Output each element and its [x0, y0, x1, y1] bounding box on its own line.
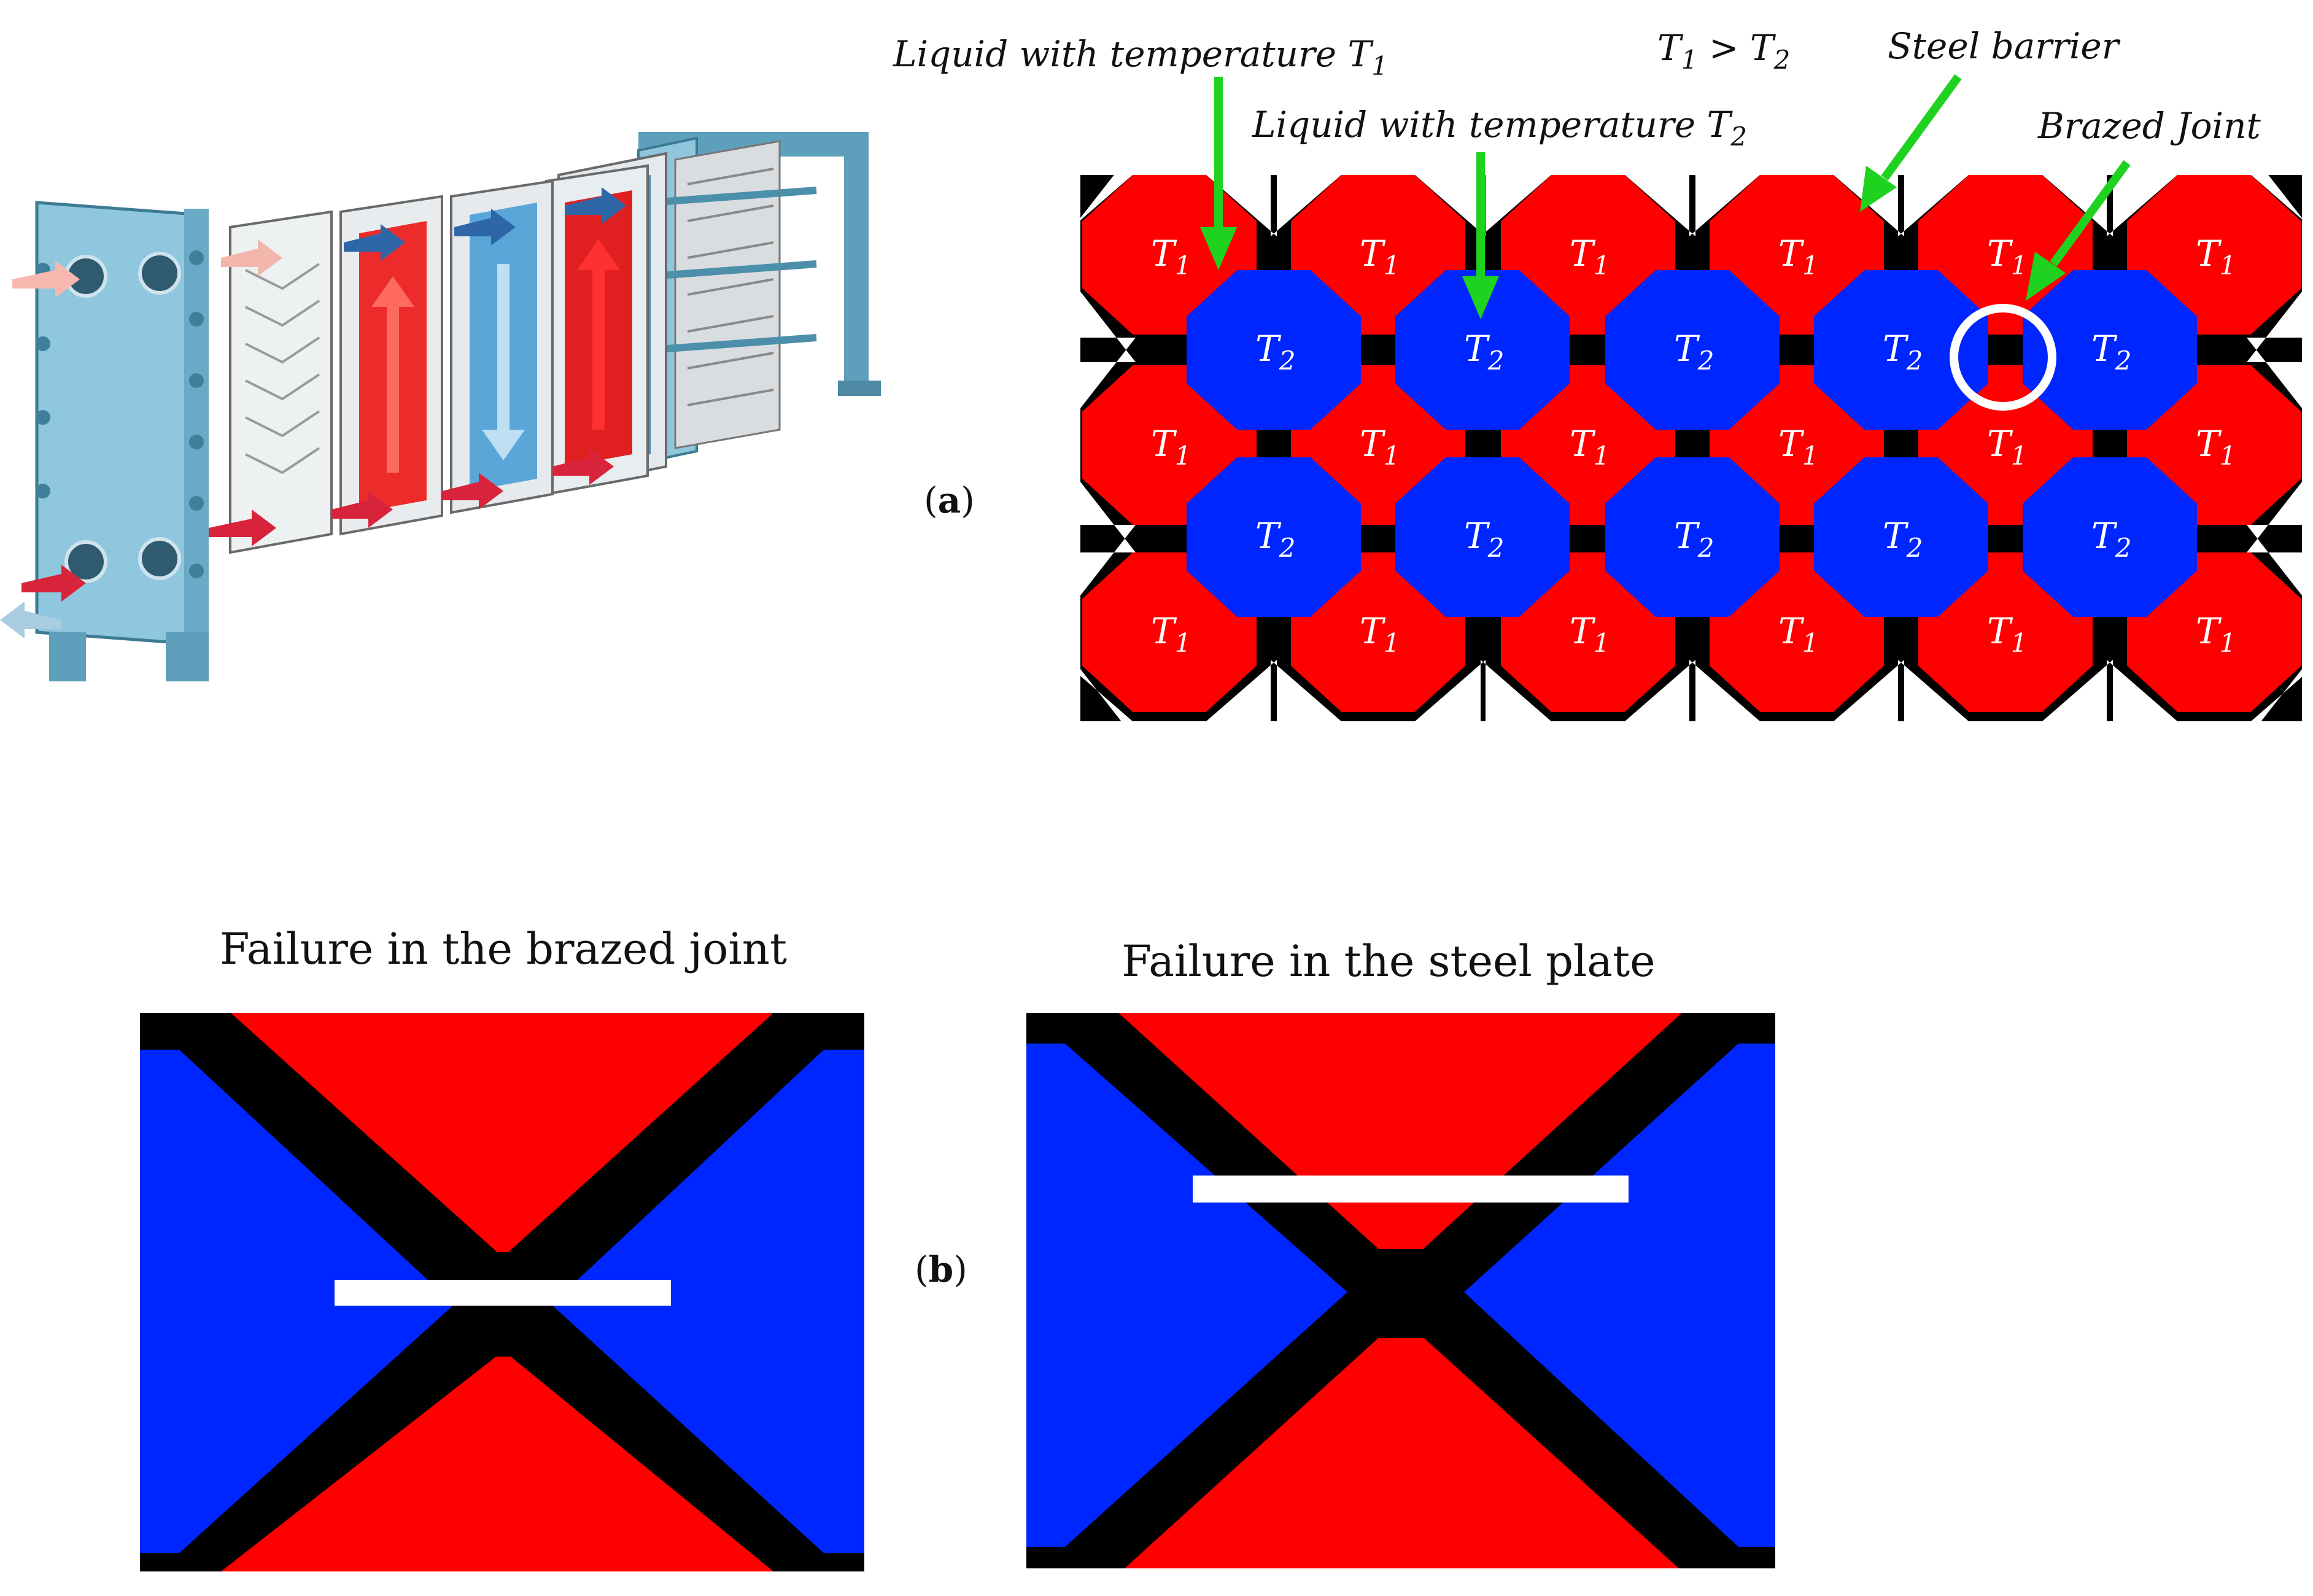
cell-label-t1: T1	[1151, 610, 1191, 658]
cell-label-t1: T1	[1987, 423, 2027, 471]
crack-steel-plate	[1193, 1176, 1629, 1203]
label-relation: T1 > T2	[1657, 27, 1790, 75]
cell-label-t2: T2	[1674, 328, 1714, 376]
label-liquid-t2: Liquid with temperature T2	[1252, 104, 1747, 152]
cell-label-t1: T1	[1570, 233, 1610, 281]
cell-label-t2: T2	[1883, 515, 1923, 563]
cell-label-t1: T1	[1778, 423, 1818, 471]
cold-channel-cell	[1187, 457, 1361, 617]
cell-label-t1: T1	[1987, 233, 2027, 281]
cell-label-t1: T1	[2196, 423, 2236, 471]
cell-label-t1: T1	[1987, 610, 2027, 658]
cell-label-t2: T2	[2091, 515, 2131, 563]
cell-label-t2: T2	[1464, 515, 1504, 563]
cell-label-t1: T1	[1570, 423, 1610, 471]
cell-label-t1: T1	[2196, 610, 2236, 658]
cell-label-t1: T1	[2196, 233, 2236, 281]
annotation-arrows	[1200, 74, 2131, 319]
title-brazed-failure: Failure in the brazed joint	[220, 924, 787, 974]
label-brazed-joint: Brazed Joint	[2037, 105, 2261, 147]
cell-label-t2: T2	[2091, 328, 2131, 376]
steel-barrier-background	[1080, 175, 2302, 721]
detail-brazed-joint-failure	[140, 1013, 864, 1571]
cell-label-t2: T2	[1674, 515, 1714, 563]
arrow-liquid-t1	[1200, 77, 1237, 270]
cold-channel-cell	[1605, 270, 1780, 430]
heat-exchanger-illustration	[0, 132, 881, 681]
arrow-liquid-t2	[1462, 152, 1499, 319]
cold-channel-cell	[1814, 270, 1988, 430]
panel-a-label: (a)	[924, 479, 975, 521]
cell-label-t1: T1	[1360, 610, 1400, 658]
cell-label-t1: T1	[1360, 423, 1400, 471]
label-steel-barrier: Steel barrier	[1888, 25, 2121, 67]
cell-label-t2: T2	[1255, 328, 1295, 376]
cell-label-t1: T1	[1151, 233, 1191, 281]
cell-label-t1: T1	[1360, 233, 1400, 281]
crack-brazed-joint	[335, 1280, 671, 1306]
title-steel-failure: Failure in the steel plate	[1122, 936, 1655, 986]
cell-label-t1: T1	[1570, 610, 1610, 658]
cell-label-t1: T1	[1778, 233, 1818, 281]
cold-channel-cell	[2023, 270, 2197, 430]
panel-b-label: (b)	[915, 1249, 967, 1290]
cell-label-t2: T2	[1464, 328, 1504, 376]
brazed-joint-highlight	[1950, 304, 2056, 411]
detail-steel-plate-failure	[1026, 1013, 1775, 1568]
cell-label-t1: T1	[1778, 610, 1818, 658]
cold-channel-cell	[1605, 457, 1780, 617]
cold-channel-cell	[1814, 457, 1988, 617]
arrow-brazed-joint	[2026, 160, 2131, 301]
label-liquid-t1: Liquid with temperature T1	[893, 33, 1388, 81]
cold-channel-cell	[1187, 270, 1361, 430]
cold-channel-cell	[1395, 457, 1570, 617]
annotations: Liquid with temperature T1 T1 > T2 Steel…	[893, 25, 2261, 152]
cold-channel-cell	[1395, 270, 1570, 430]
arrow-steel-barrier	[1860, 74, 1962, 212]
cell-label-t1: T1	[1151, 423, 1191, 471]
cell-label-t2: T2	[1255, 515, 1295, 563]
cell-label-t2: T2	[1883, 328, 1923, 376]
cold-channel-cell	[2023, 457, 2197, 617]
